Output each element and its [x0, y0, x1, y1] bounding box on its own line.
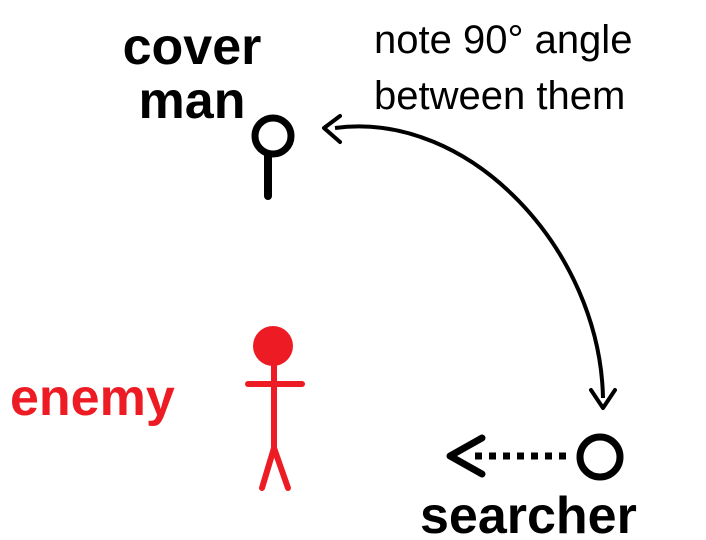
cover-man-label-text: cover man: [122, 18, 262, 130]
searcher-sight-arrowhead: [446, 434, 486, 478]
searcher-label: searcher: [420, 486, 637, 540]
cover-man-label: cover man: [92, 20, 292, 128]
searcher-figure: [576, 433, 624, 481]
angle-arrow-head-top: [322, 114, 342, 144]
enemy-label-text: enemy: [10, 369, 175, 427]
angle-arrow-head-bottom: [589, 388, 617, 410]
angle-note-label: note 90° angle between them: [374, 12, 632, 124]
searcher-label-text: searcher: [420, 487, 637, 540]
enemy-label: enemy: [10, 368, 175, 428]
angle-note-text: note 90° angle between them: [374, 18, 633, 118]
cover-man-figure: [251, 114, 295, 200]
enemy-leg-left: [259, 445, 277, 491]
enemy-figure: [245, 326, 305, 491]
enemy-head: [253, 326, 293, 366]
enemy-leg-right: [271, 445, 291, 491]
cover-man-head: [251, 114, 295, 158]
angle-arrow: [334, 124, 605, 399]
